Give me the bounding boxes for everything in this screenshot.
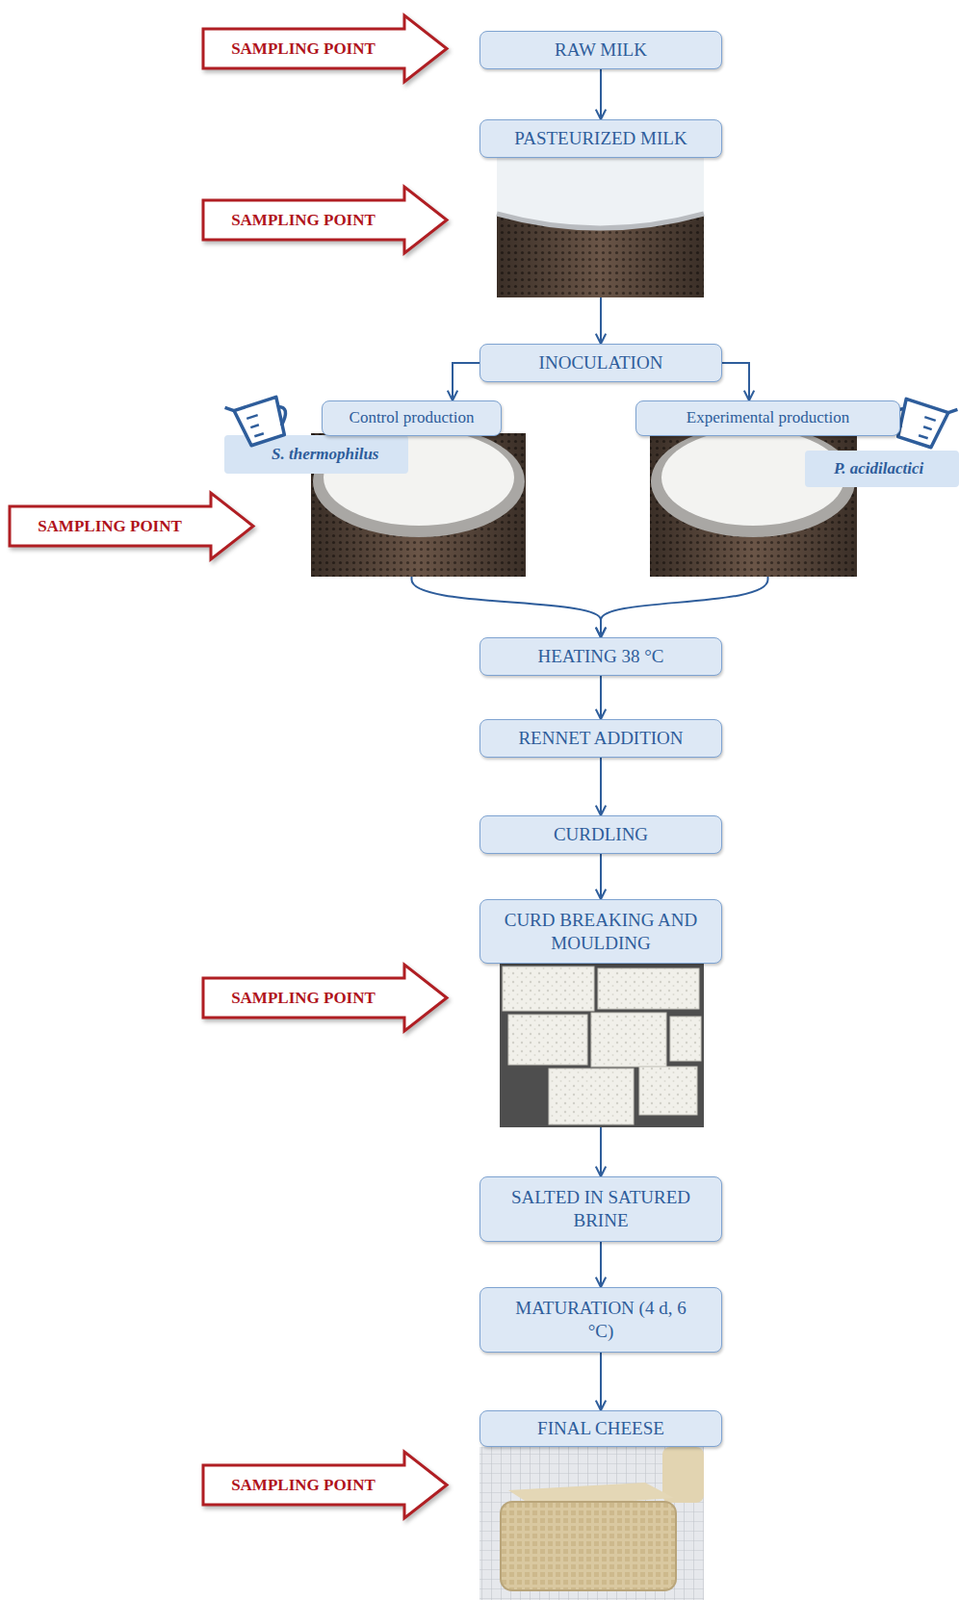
measuring-cup-icon bbox=[890, 391, 959, 452]
label-panel bbox=[804, 450, 959, 488]
cheese bbox=[662, 1447, 704, 1504]
measuring-cup-icon bbox=[225, 389, 293, 450]
cup-spout bbox=[225, 405, 234, 414]
cheese bbox=[500, 1502, 676, 1591]
vat-shade bbox=[496, 157, 704, 298]
cheese-edge bbox=[500, 1502, 676, 1591]
inoculum-panel bbox=[224, 435, 959, 488]
photo-ground bbox=[479, 1447, 704, 1600]
step-label: RAW MILK bbox=[554, 38, 648, 62]
sampling-label: SAMPLING POINT bbox=[231, 1476, 376, 1496]
cup-body bbox=[233, 396, 288, 447]
process-box: CURD BREAKING AND MOULDING bbox=[479, 899, 723, 964]
sampling-arrow: SAMPLING POINT bbox=[7, 491, 256, 562]
arrow-outline bbox=[203, 15, 447, 82]
cup-spout bbox=[948, 407, 958, 415]
step-label: INOCULATION bbox=[539, 351, 664, 375]
sampling-arrow: SAMPLING POINT bbox=[201, 962, 449, 1034]
process-box: RENNET ADDITION bbox=[479, 719, 723, 758]
curd-block bbox=[508, 1014, 588, 1065]
step-label: SALTED IN SATURED BRINE bbox=[488, 1186, 714, 1233]
process-box: CURDLING bbox=[479, 815, 723, 855]
sampling-label: SAMPLING POINT bbox=[37, 517, 182, 537]
process-box: MATURATION (4 d, 6 °C) bbox=[479, 1287, 723, 1353]
curd-moulds-photo bbox=[499, 963, 704, 1128]
sampling-arrow: SAMPLING POINT bbox=[201, 1450, 449, 1521]
process-box: HEATING 38 °C bbox=[479, 637, 723, 676]
sampling-label: SAMPLING POINT bbox=[231, 39, 376, 59]
cup-marks bbox=[246, 414, 264, 438]
sampling-arrow: SAMPLING POINT bbox=[201, 13, 449, 84]
step-label: Control production bbox=[349, 408, 475, 428]
step-label: CURD BREAKING AND MOULDING bbox=[488, 908, 714, 956]
step-label: RENNET ADDITION bbox=[518, 726, 683, 751]
curd-block bbox=[502, 966, 595, 1011]
curd-block bbox=[597, 968, 700, 1010]
inoculum-label: P. acidilactici bbox=[833, 459, 924, 479]
curd-block bbox=[548, 1068, 634, 1125]
curd-block bbox=[591, 1012, 667, 1067]
process-box: RAW MILK bbox=[479, 30, 723, 70]
flow-arrow bbox=[599, 675, 602, 720]
arrow-outline bbox=[203, 964, 447, 1032]
flow-arrow bbox=[599, 1242, 602, 1288]
flow-arrow bbox=[599, 1352, 602, 1411]
sampling-label: SAMPLING POINT bbox=[231, 210, 376, 231]
step-label: HEATING 38 °C bbox=[537, 645, 664, 669]
process-box: FINAL CHEESE bbox=[479, 1410, 723, 1448]
step-label: PASTEURIZED MILK bbox=[514, 127, 687, 151]
pasteurized-milk-photo bbox=[496, 157, 704, 298]
cup-body bbox=[894, 398, 949, 449]
flow-arrow bbox=[599, 854, 602, 900]
arrow-outline bbox=[203, 186, 447, 254]
process-box: Experimental production bbox=[635, 400, 901, 437]
flow-arrow bbox=[722, 362, 750, 401]
process-box: INOCULATION bbox=[479, 343, 723, 383]
arrow-outline bbox=[9, 492, 254, 560]
curd-block bbox=[670, 1016, 701, 1062]
cup-marks bbox=[918, 416, 936, 440]
step-label: MATURATION (4 d, 6 °C) bbox=[501, 1296, 700, 1344]
curd-block bbox=[639, 1066, 698, 1115]
sampling-arrow: SAMPLING POINT bbox=[201, 184, 449, 256]
flow-arrow bbox=[599, 757, 602, 816]
vat-wall bbox=[496, 157, 704, 298]
step-label: CURDLING bbox=[553, 823, 648, 847]
photo-ground bbox=[499, 963, 704, 1128]
process-box: Control production bbox=[321, 400, 502, 437]
milk-surface bbox=[496, 157, 704, 229]
step-label: Experimental production bbox=[686, 408, 850, 428]
experimental-vat-photo bbox=[649, 425, 857, 577]
vat-rim bbox=[496, 213, 704, 229]
flow-arrow bbox=[599, 69, 602, 120]
final-cheese-photo bbox=[479, 1447, 704, 1600]
flow-arrow bbox=[452, 362, 480, 401]
process-box: PASTEURIZED MILK bbox=[479, 119, 723, 158]
arrow-outline bbox=[203, 1451, 447, 1519]
step-label: FINAL CHEESE bbox=[537, 1417, 665, 1441]
cup-handle bbox=[275, 404, 289, 426]
process-box: SALTED IN SATURED BRINE bbox=[479, 1176, 723, 1243]
inoculum-label: S. thermophilus bbox=[271, 444, 380, 465]
sampling-label: SAMPLING POINT bbox=[231, 988, 376, 1009]
